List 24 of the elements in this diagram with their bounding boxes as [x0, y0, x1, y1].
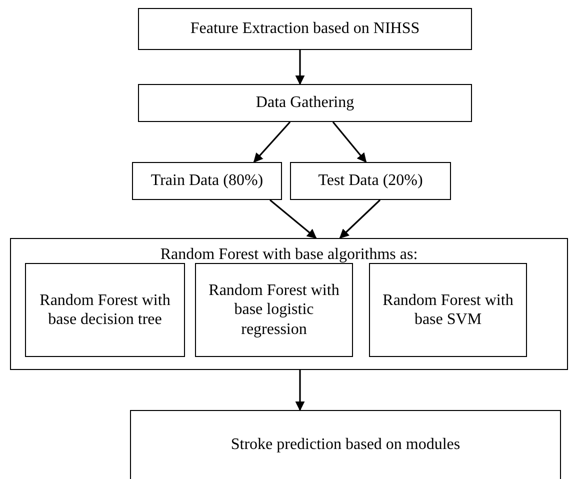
box-text: Feature Extraction based on NIHSS	[190, 19, 420, 39]
process-box	[10, 238, 568, 370]
box-text: Random Forest with base logistic regression	[208, 281, 340, 339]
process-box	[132, 162, 282, 200]
box-text: Random Forest with base algorithms as:	[160, 245, 418, 264]
arrow	[295, 50, 305, 85]
box-text: Stroke prediction based on modules	[230, 435, 460, 454]
process-box	[369, 263, 527, 357]
arrow	[253, 121, 291, 163]
box-text: Random Forest with base decision tree	[38, 290, 172, 330]
box-text: Random Forest with base SVM	[382, 290, 514, 330]
box-text: Train Data (80%)	[150, 171, 264, 191]
process-box	[138, 8, 472, 50]
arrow	[339, 199, 381, 239]
arrow	[270, 199, 317, 239]
arrow	[295, 370, 305, 411]
process-box	[290, 162, 451, 200]
process-box	[195, 263, 353, 357]
box-text: Data Gathering	[256, 93, 354, 113]
process-box	[138, 84, 472, 122]
process-box	[25, 263, 185, 357]
arrow	[332, 122, 367, 163]
process-box	[130, 410, 561, 479]
box-text: Test Data (20%)	[318, 171, 423, 191]
